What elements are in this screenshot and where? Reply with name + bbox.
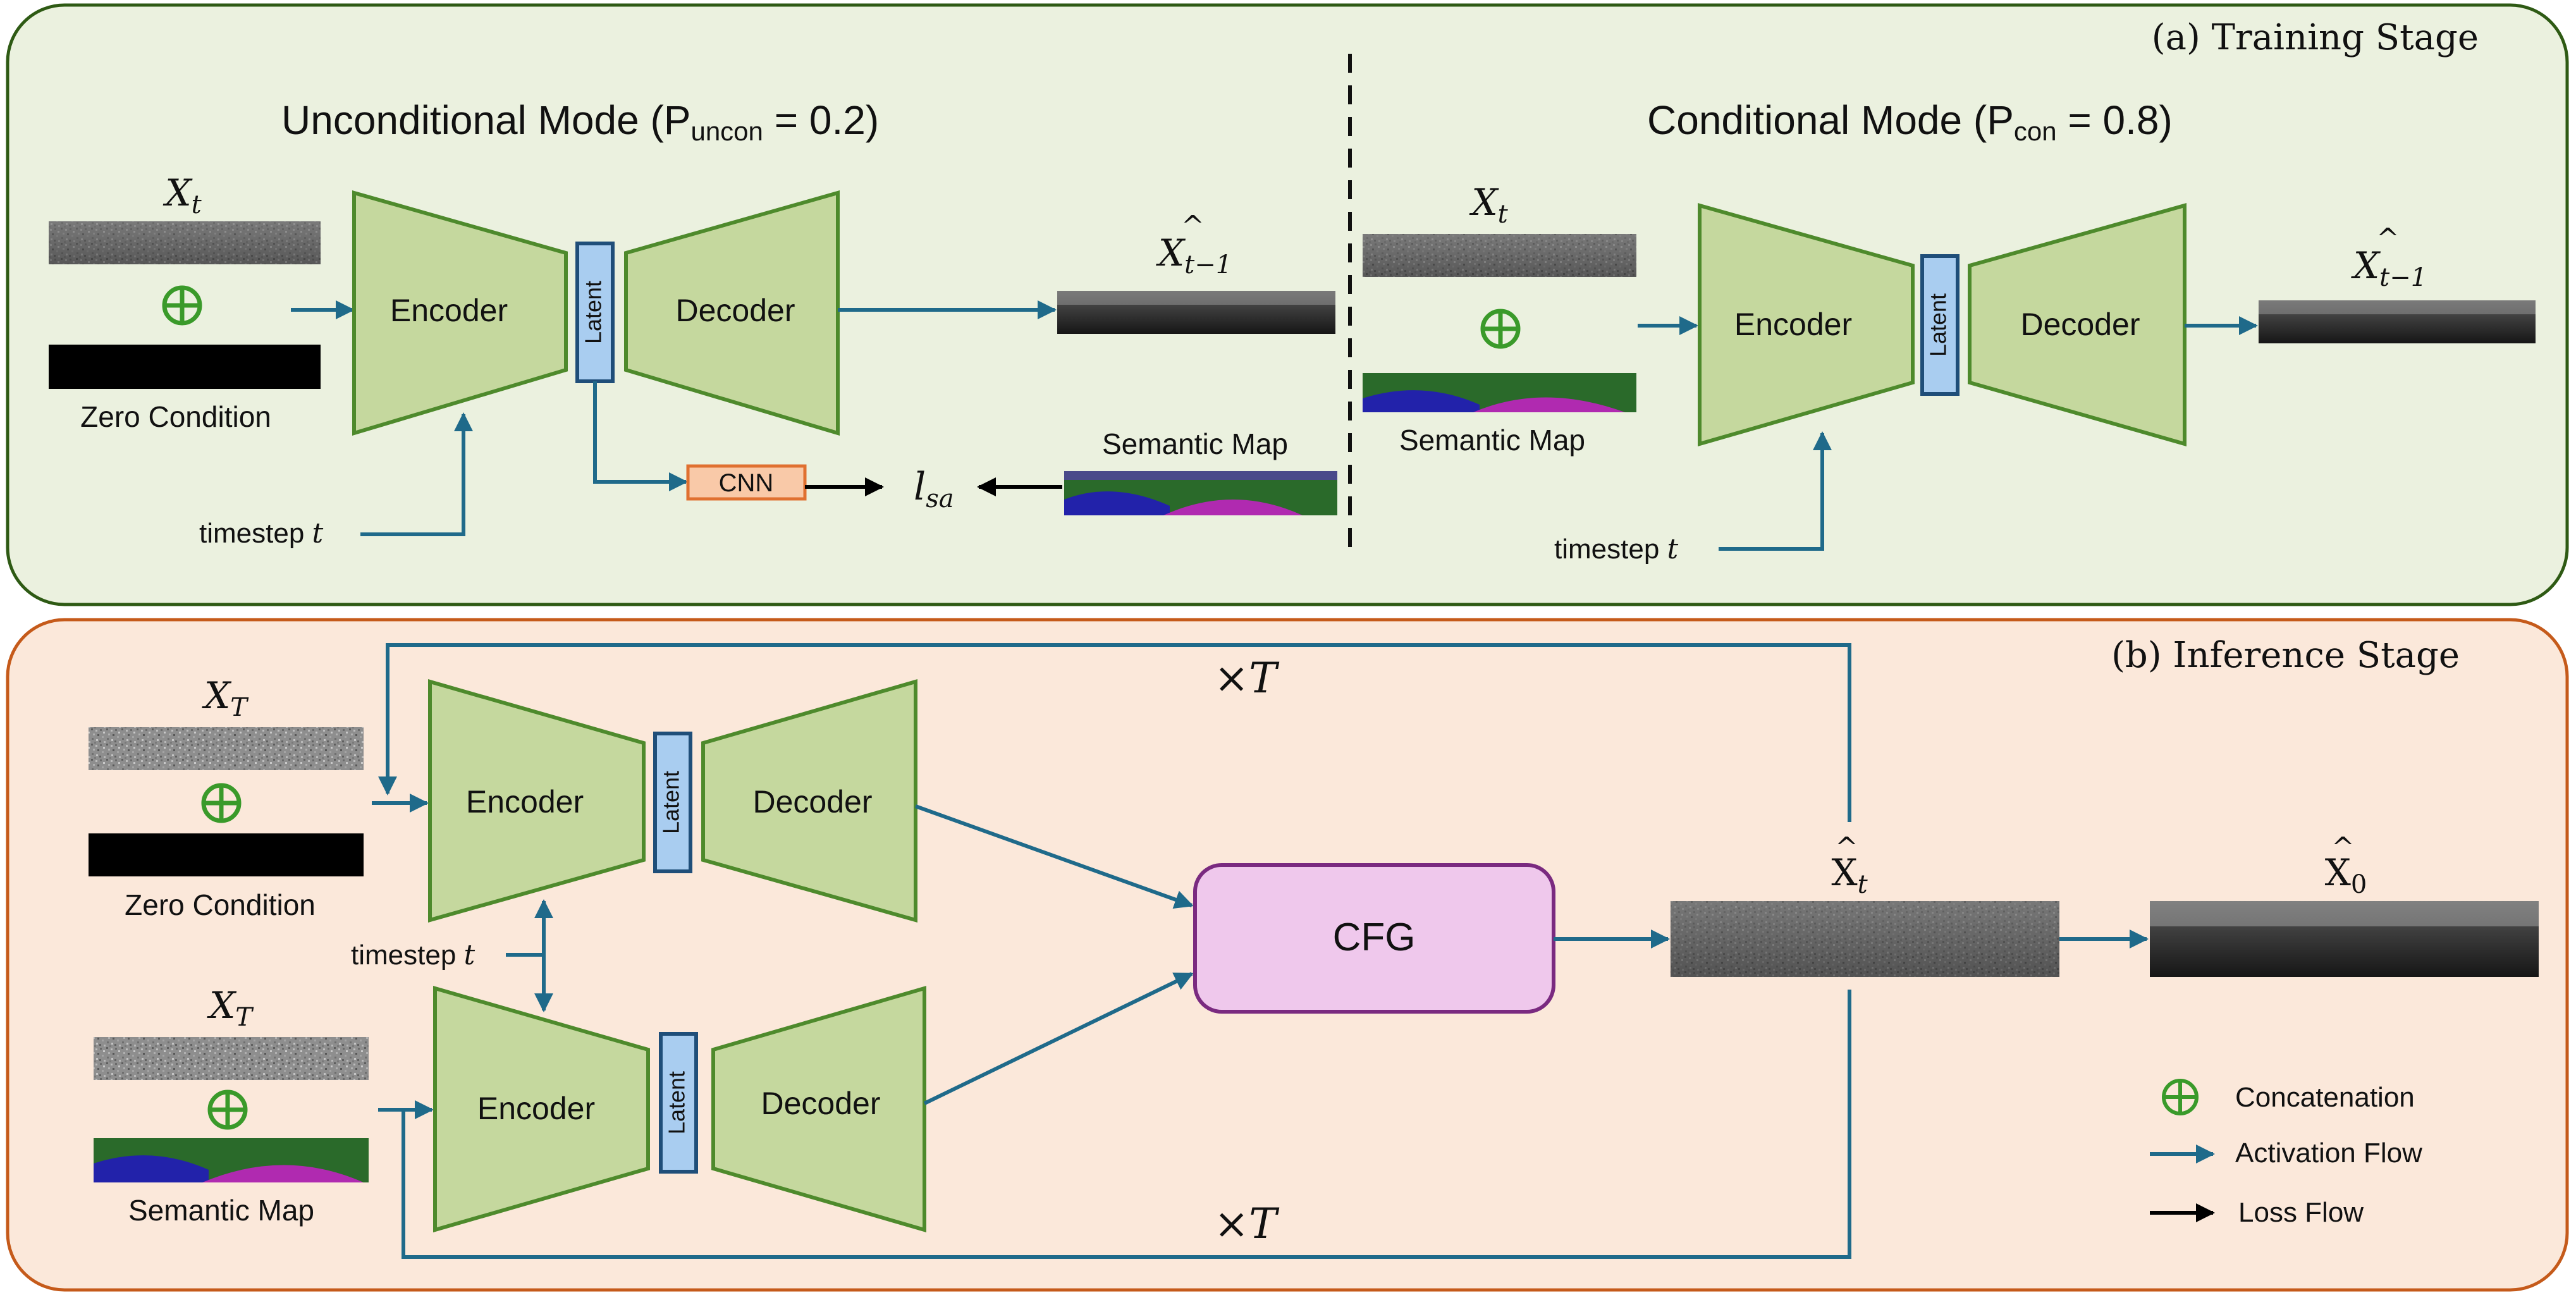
inf-plus-icon-2 [207,1089,248,1130]
cond-semantic-map-label: Semantic Map [1399,424,1585,457]
legend-concatenation: Concatenation [2235,1082,2415,1113]
inf-noise-image-2 [94,1037,369,1080]
inf-latent-bottom-label: Latent [664,1071,690,1134]
cond-latent-block [1920,254,1960,396]
x-hat-t-image [1671,901,2059,977]
top-times-t-label: ×T [1214,654,1280,703]
cnn-label: CNN [719,469,774,497]
encoder-block [352,190,568,436]
unconditional-mode-title: Unconditional Mode (Puncon = 0.2) [281,97,879,146]
x-hat-0-image [2150,901,2539,977]
inf-encoder-top [428,679,646,923]
x-t-label: Xt [163,171,202,219]
training-stage-label: (a) Training Stage [2152,17,2479,58]
inf-encoder-top-label: Encoder [466,784,584,819]
inf-zero-condition-label: Zero Condition [125,888,316,921]
inference-stage-label: (b) Inference Stage [2111,635,2460,676]
encoder-label: Encoder [390,293,508,328]
cond-semantic-map-image [1363,373,1636,412]
bottom-to-cfg-arrow [923,972,1194,1105]
semantic-map-image [1064,471,1337,515]
cond-decoder-block [1968,203,2187,446]
x-hat-0-label: X0 [2325,851,2367,899]
x-hat-label: Xt−1 [1156,231,1232,279]
conditional-mode-title: Conditional Mode (Pcon = 0.8) [1647,97,2173,146]
cond-plus-icon [1480,309,1521,349]
cond-encoder-block [1698,203,1915,446]
semantic-map-label: Semantic Map [1102,427,1288,460]
cond-hat-mark: ^ [2376,223,2400,255]
x-hat-output-image [1057,291,1335,334]
inf-x-T-label: XT [202,674,249,722]
top-loop-arrow [378,643,1851,822]
latent-to-cnn-arrow [593,381,688,491]
inf-latent-top [653,732,692,873]
cond-x-hat-label: Xt−1 [2351,244,2427,292]
inf-decoder-bottom [711,986,926,1232]
plus-icon [162,285,202,326]
cnn-block [686,464,807,501]
decoder-label: Decoder [676,293,795,328]
inf-encoder-bottom [433,986,650,1232]
inf-latent-bottom [659,1032,698,1174]
x-hat-t-label: Xt [1831,851,1868,899]
timestep-label: timestep t [199,517,324,549]
inf-decoder-bottom-label: Decoder [761,1086,881,1121]
cond-x-t-label: Xt [1469,181,1508,229]
inf-x-T-label-2: XT [207,984,254,1032]
inf-latent-top-label: Latent [658,771,684,834]
top-to-cfg-arrow [914,804,1194,909]
cond-x-hat-output-image [2259,300,2536,343]
cond-timestep-label: timestep t [1554,533,1679,565]
x-hat-t-hat-mark: ^ [1835,832,1858,864]
cond-timestep-arrow [1719,431,1832,551]
decoder-block [624,190,840,436]
inf-zero-condition-image [89,833,364,876]
legend-plus-icon [2162,1079,2199,1115]
latent-block [575,242,615,383]
inf-noise-image [89,727,364,770]
cond-x-t-image [1363,234,1636,277]
inf-timestep-label: timestep t [351,939,475,971]
x-t-image [49,221,321,264]
zero-condition-label: Zero Condition [80,400,271,433]
x-hat-0-hat-mark: ^ [2331,832,2355,864]
cond-latent-label: Latent [1925,293,1951,357]
cond-decoder-label: Decoder [2021,307,2140,342]
inf-plus-icon [201,783,242,823]
legend-loss-flow: Loss Flow [2238,1197,2364,1228]
inf-decoder-top [701,679,917,923]
legend: Concatenation Activation Flow Loss Flow [2150,1079,2422,1228]
legend-activation-flow: Activation Flow [2235,1138,2422,1169]
inf-encoder-bottom-label: Encoder [477,1091,595,1126]
zero-condition-image [49,345,321,389]
bottom-loop-line [402,990,1851,1259]
hat-mark: ^ [1181,210,1205,242]
inf-decoder-top-label: Decoder [753,784,873,819]
cond-encoder-label: Encoder [1734,307,1852,342]
inf-semantic-map-image [94,1138,369,1182]
timestep-arrow [360,412,473,536]
latent-label: Latent [580,281,606,344]
inf-semantic-map-label: Semantic Map [128,1194,314,1227]
cfg-label: CFG [1333,916,1416,959]
bottom-times-t-label: ×T [1214,1200,1280,1248]
loss-label: lsa [914,465,954,513]
